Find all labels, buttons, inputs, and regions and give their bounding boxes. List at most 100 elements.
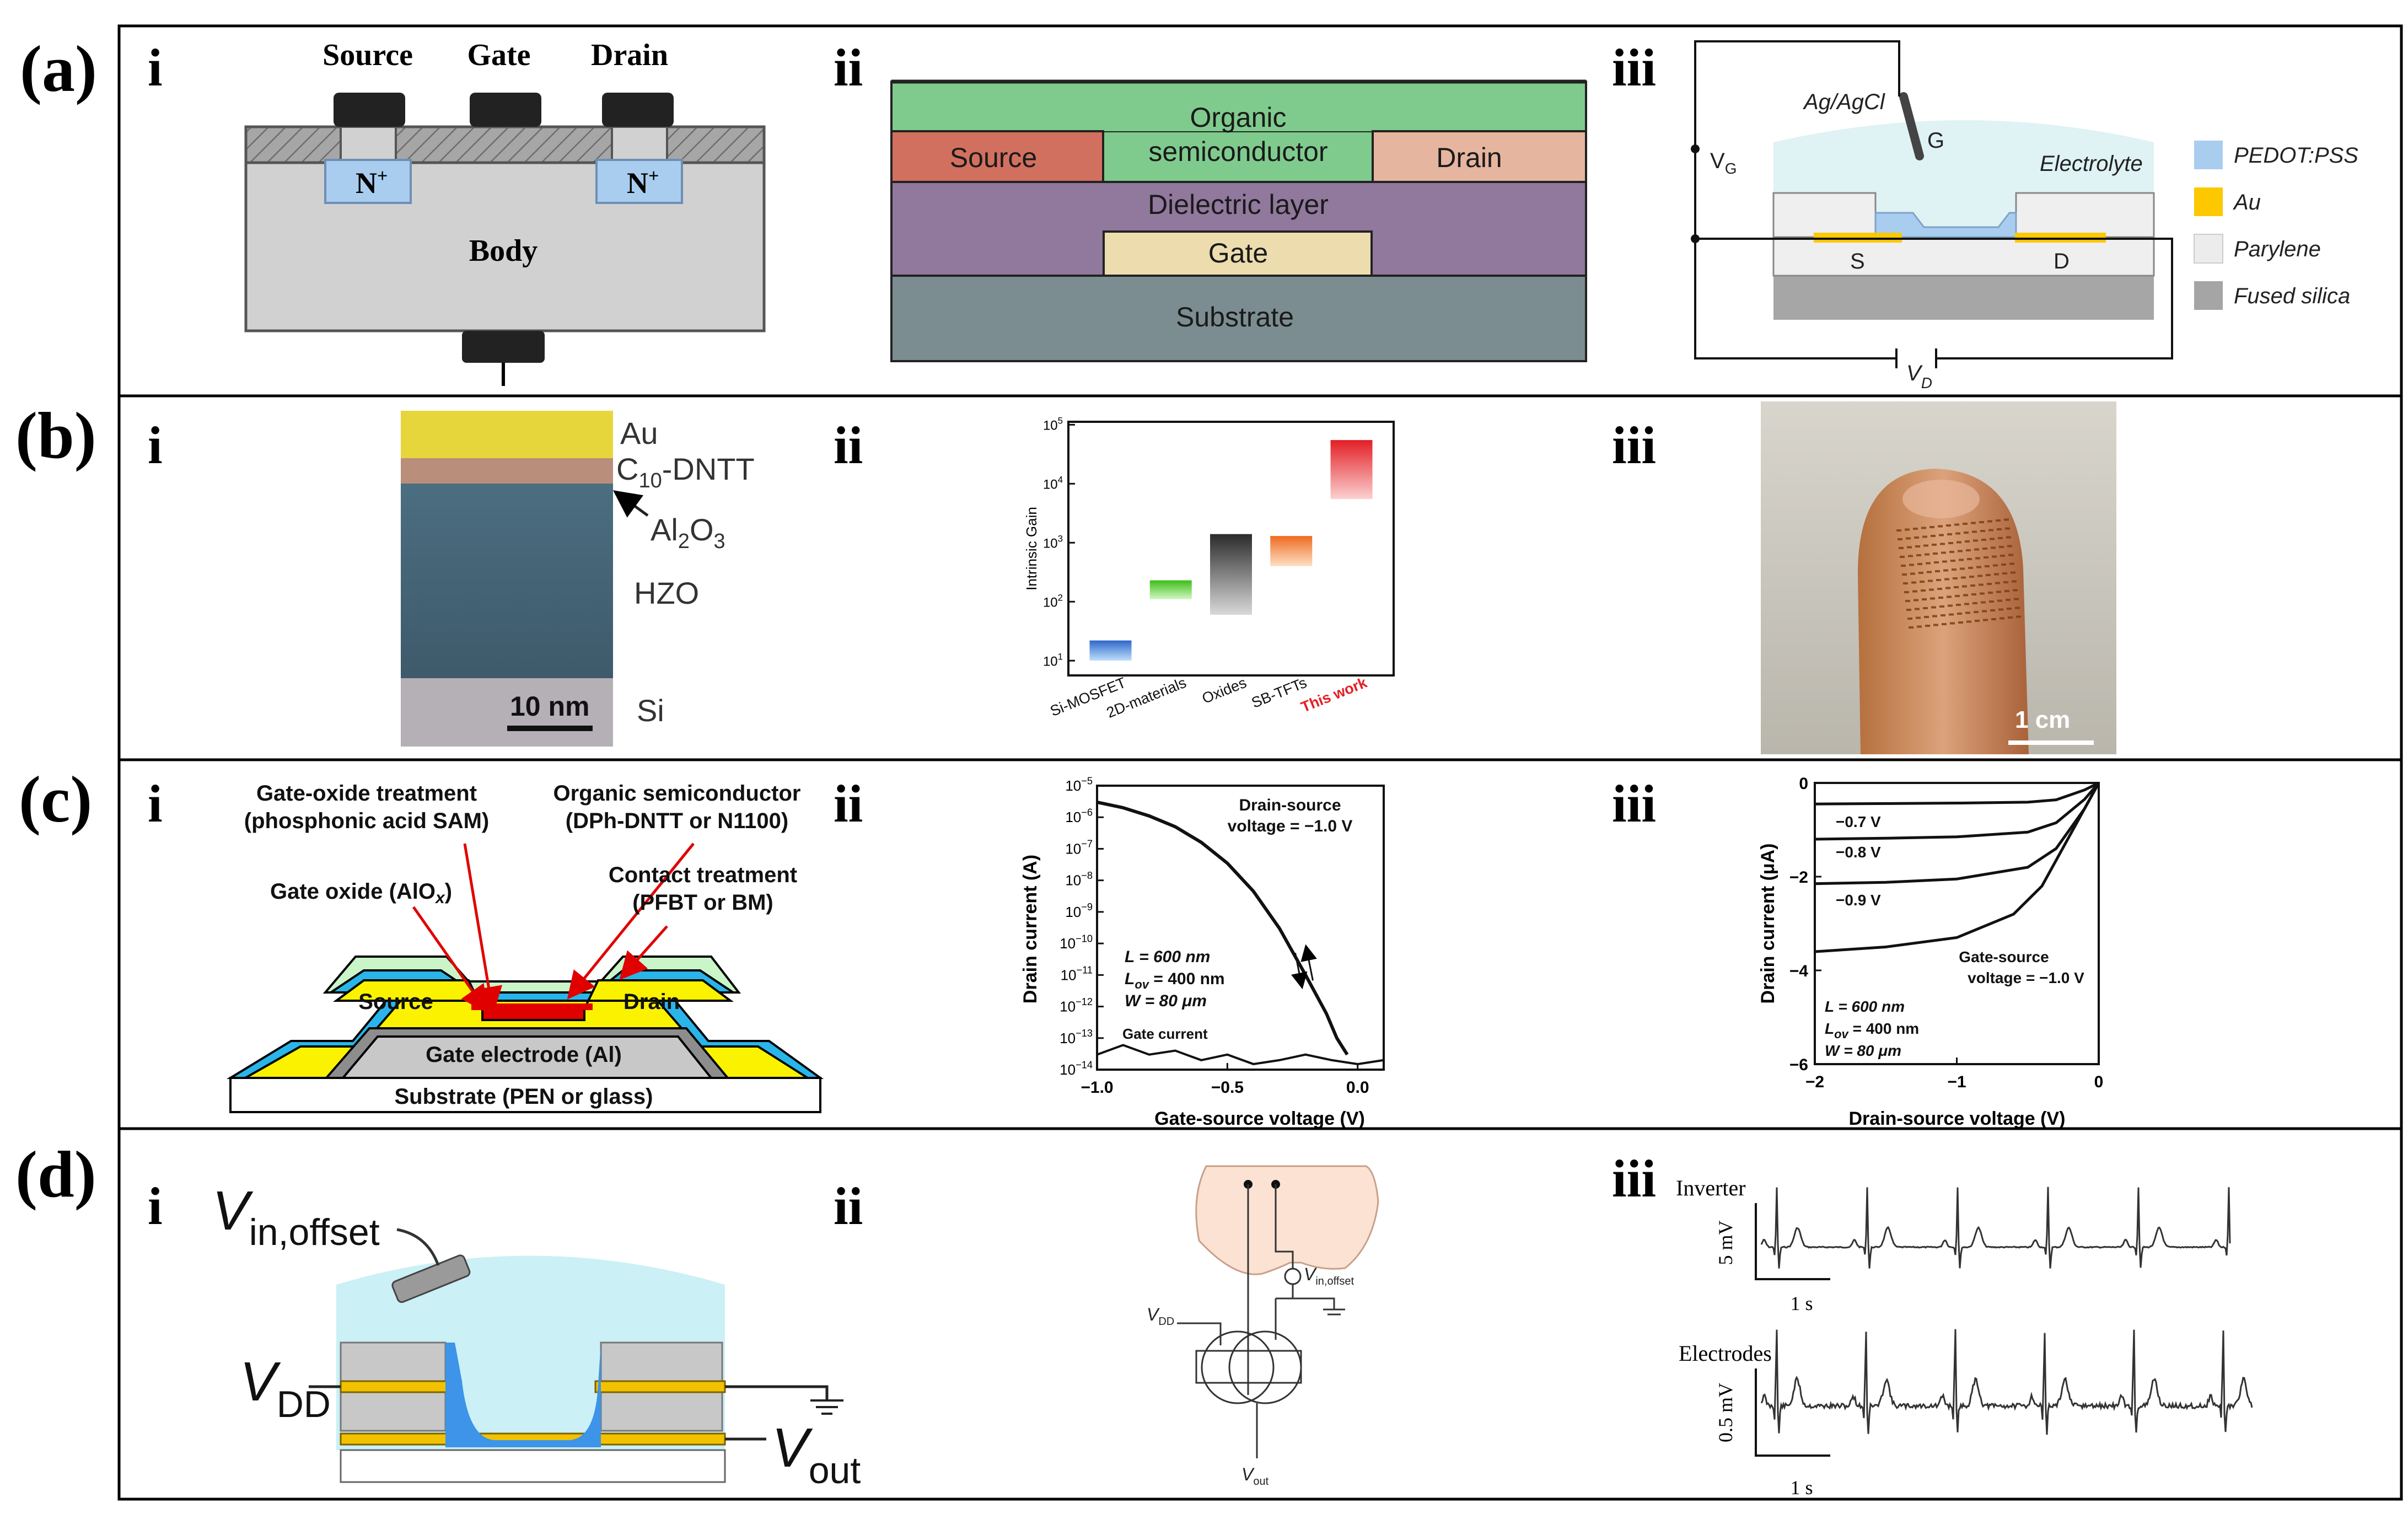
legend-swatch-fused-silica: [2194, 281, 2223, 310]
device-pixel: [1987, 583, 1992, 585]
device-pixel: [2011, 571, 2015, 574]
pedot-channel: [445, 1343, 601, 1447]
output-xtick-label: −2: [1805, 1073, 1824, 1091]
device-pixel: [1993, 564, 1998, 567]
device-pixel: [1991, 618, 1996, 620]
transfer-ytick-label: 10−6: [1065, 807, 1093, 826]
pedot-channel: [1874, 212, 2017, 238]
sweep-arrow-down: [1291, 953, 1308, 990]
device-pixel: [1914, 536, 1919, 539]
output-curve-2: [1814, 782, 2100, 885]
device-pixel: [1925, 625, 1930, 627]
gain-bar-oxides: [1210, 534, 1252, 615]
device-pixel: [1903, 582, 1908, 584]
sam-label-1: Gate-oxide treatment: [256, 781, 477, 806]
device-pixel: [1917, 625, 1922, 628]
device-pixel: [1916, 554, 1921, 556]
gain-ytick-label: 104: [1043, 475, 1063, 492]
device-pixel: [1969, 576, 1974, 578]
row-labels: (a) (b) (c) (d): [15, 32, 97, 1211]
device-pixel: [1975, 557, 1980, 560]
device-pixel: [1962, 585, 1967, 588]
device-pixel: [1982, 548, 1987, 550]
osc-label-2: (DPh-DNTT or N1100): [566, 809, 789, 833]
device-pixel: [1953, 577, 1958, 579]
gain-ytick-label: 105: [1043, 416, 1063, 433]
oxide-label: Gate oxide (AlOx): [270, 879, 452, 907]
device-pixel: [1927, 571, 1932, 573]
device-pixel: [2005, 527, 2010, 530]
mosfet-diagram: Source Gate Drain Body N+ N+: [244, 38, 766, 386]
gate-label: Gate: [467, 38, 530, 72]
contact-label-1: Contact treatment: [609, 863, 797, 887]
substrate: [340, 1449, 726, 1483]
device-pixel: [1896, 529, 1901, 532]
legend-fused-silica: Fused silica: [2234, 284, 2350, 308]
device-pixel: [1915, 608, 1920, 610]
device-pixel: [1959, 559, 1964, 561]
inverter-label: Inverter: [1676, 1176, 1746, 1200]
device-pixel: [1947, 533, 1952, 535]
output-curve-1: [1814, 782, 2100, 841]
device-pixel: [1933, 552, 1938, 555]
device-pixel: [1985, 565, 1990, 567]
source-label: Source: [358, 990, 433, 1014]
device-pixel: [1940, 543, 1945, 545]
device-pixel: [2003, 581, 2008, 583]
vdd-label: VDD: [1147, 1305, 1174, 1328]
device-pixel: [2008, 554, 2013, 556]
device-pixel: [1980, 592, 1985, 595]
si-layer: [401, 678, 613, 747]
device-pixel: [1997, 528, 2002, 530]
transfer-note-1: Drain-source: [1239, 796, 1341, 814]
au-layer: [401, 411, 613, 458]
sublabels: i ii iii i ii iii i ii iii i ii iii: [148, 38, 1656, 1236]
vin-offset-label: Vin,offset: [212, 1180, 380, 1253]
transfer-xtick-label: −1.0: [1081, 1078, 1113, 1097]
gain-bar-si-mosfet: [1089, 640, 1132, 661]
device-pixel: [1967, 558, 1972, 560]
device-pixel: [1998, 608, 2003, 611]
agcl-electrode: [1899, 92, 1924, 160]
transfer-xlabel: Gate-source voltage (V): [1154, 1108, 1365, 1129]
device-pixel: [2000, 555, 2005, 557]
device-pixel: [1926, 562, 1931, 565]
device-pixel: [1970, 584, 1975, 587]
device-pixel: [2001, 563, 2006, 566]
transfer-note-2: voltage = −1.0 V: [1228, 817, 1353, 835]
gate-current-curve: [1096, 1044, 1384, 1065]
device-pixel: [2012, 580, 2017, 583]
device-pixel: [1972, 530, 1977, 533]
curve-label-09: −0.9 V: [1836, 892, 1881, 909]
device-pixel: [1989, 600, 1994, 603]
device-pixel: [1999, 546, 2004, 548]
device-pixel: [1964, 603, 1969, 605]
device-pixel: [1986, 574, 1991, 576]
hzo-label: HZO: [634, 576, 699, 610]
device-pixel: [1906, 609, 1911, 611]
device-pixel: [1966, 549, 1971, 551]
gate-label: Gate: [1208, 238, 1268, 269]
device-pixel: [1911, 581, 1916, 584]
gate-label: Gate electrode (Al): [426, 1043, 622, 1067]
device-pixel: [2016, 615, 2021, 618]
device-pixel: [1994, 573, 1999, 576]
device-pixel: [1933, 624, 1938, 626]
device-pixel: [1981, 539, 1986, 541]
device-pixel: [1935, 570, 1940, 572]
device-pixel: [1950, 622, 1955, 625]
device-pixel: [1938, 597, 1943, 599]
device-pixel: [1942, 623, 1947, 625]
transfer-xtick-label: 0.0: [1346, 1078, 1369, 1097]
device-pixel: [1922, 535, 1927, 538]
output-param-l: L = 600 nm: [1825, 998, 1905, 1015]
otft-stack-diagram: Organic semiconductor Source Drain Diele…: [890, 79, 1587, 362]
transfer-ytick-label: 10−13: [1060, 1028, 1093, 1046]
contact-label-2: (PFBT or BM): [632, 890, 773, 915]
device-pixel: [1942, 560, 1947, 563]
device-pixel: [1934, 561, 1939, 563]
source-contact: [334, 93, 405, 127]
device-pixel: [1920, 581, 1925, 583]
